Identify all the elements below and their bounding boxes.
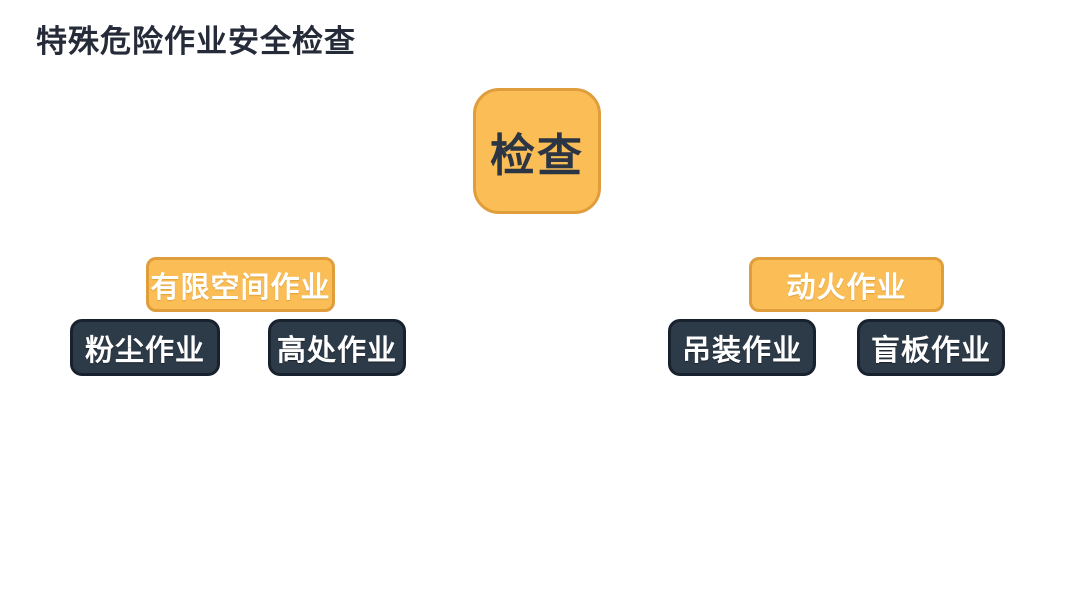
diagram-node-confined-space-work: 有限空间作业 [146, 257, 335, 312]
diagram-node-dust-work: 粉尘作业 [70, 319, 220, 376]
diagram-node-lifting-work: 吊装作业 [668, 319, 816, 376]
diagram-node-blind-plate-work: 盲板作业 [857, 319, 1005, 376]
diagram-node-hot-work: 动火作业 [749, 257, 944, 312]
diagram-node-work-at-height: 高处作业 [268, 319, 406, 376]
page-title: 特殊危险作业安全检查 [36, 24, 356, 59]
diagram-node-inspection-root: 检查 [473, 88, 601, 214]
